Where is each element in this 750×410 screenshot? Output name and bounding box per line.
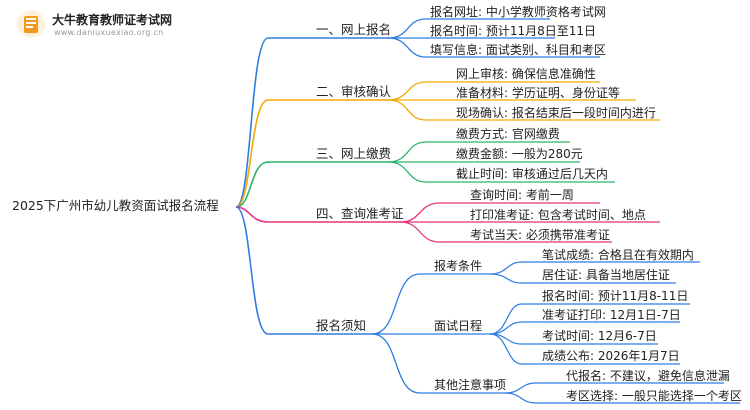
- b5-group-3-label: 其他注意事项: [434, 378, 507, 392]
- g2-leaf-1: 报名时间: 预计11月8-11日: [542, 289, 689, 303]
- b4-leaf-1: 查询时间: 考前一周: [470, 188, 574, 202]
- connector-root-b2: [235, 99, 310, 208]
- g3-leaf-1: 代报名: 不建议，避免信息泄漏: [566, 369, 730, 383]
- b3-leaf-2: 缴费金额: 一般为280元: [456, 147, 583, 161]
- connector-root-b5: [235, 206, 310, 335]
- connector-root-b3: [235, 161, 310, 208]
- b1-leaf-1: 报名网址: 中小学教师资格考试网: [430, 5, 606, 19]
- connector-g2-l2: [489, 321, 680, 335]
- connector-b5-g1: [371, 273, 490, 335]
- branch-2-label: 二、审核确认: [316, 84, 392, 99]
- b2-leaf-2: 准备材料: 学历证明、身份证等: [456, 86, 620, 100]
- connector-root-b4: [235, 206, 310, 223]
- b1-leaf-2: 报名时间: 预计11月8日至11日: [430, 24, 597, 38]
- b5-group-1-label: 报考条件: [434, 259, 483, 273]
- g3-leaf-2: 考区选择: 一般只能选择一个考区: [566, 389, 742, 403]
- g1-leaf-1: 笔试成绩: 合格且在有效期内: [542, 248, 694, 262]
- connector-g2-l4: [489, 333, 680, 365]
- g1-leaf-2: 居住证: 具备当地居住证: [542, 268, 670, 282]
- connector-g3-l2: [504, 392, 740, 404]
- connector-b5-g3: [371, 333, 505, 394]
- b2-leaf-1: 网上审核: 确保信息准确性: [456, 67, 596, 81]
- brand-name: 大牛教育教师证考试网: [52, 13, 173, 27]
- connector-root-b1: [235, 37, 310, 208]
- b1-leaf-3: 填写信息: 面试类别、科目和考区: [430, 43, 606, 57]
- branch-4-label: 四、查询准考证: [316, 206, 404, 221]
- branch-3-label: 三、网上缴费: [316, 146, 392, 161]
- connector-b4-l3: [399, 221, 612, 243]
- connector-b3-l3: [387, 161, 615, 183]
- connector-g2-l1: [489, 303, 690, 335]
- b4-leaf-2: 打印准考证: 包含考试时间、地点: [470, 208, 646, 222]
- connector-b1-l3: [387, 37, 600, 58]
- connector-b3-l1: [387, 141, 570, 163]
- connector-g3-l1: [504, 382, 724, 394]
- branch-1-label: 一、网上报名: [316, 22, 392, 37]
- branch-5-label: 报名须知: [316, 318, 367, 333]
- b4-leaf-3: 考试当天: 必须携带准考证: [470, 228, 610, 242]
- b2-leaf-3: 现场确认: 报名结束后一段时间内进行: [456, 106, 656, 120]
- brand-logo-icon: [16, 9, 46, 39]
- b3-leaf-1: 缴费方式: 官网缴费: [456, 127, 560, 141]
- brand-url: www.daniuxuexiao.org.cn: [54, 28, 164, 37]
- connector-g1-l1: [489, 261, 700, 275]
- g2-leaf-2: 准考证打印: 12月1日-7日: [542, 308, 681, 322]
- b3-leaf-3: 截止时间: 审核通过后几天内: [456, 167, 608, 181]
- connector-b1-l1: [387, 18, 550, 39]
- b5-group-2-label: 面试日程: [434, 319, 483, 333]
- connector-g1-l2: [489, 273, 676, 284]
- connector-b2-l3: [387, 99, 660, 121]
- root-topic: 2025下广州市幼儿教资面试报名流程: [12, 198, 219, 213]
- connector-b4-l1: [399, 202, 600, 223]
- g2-leaf-4: 成绩公布: 2026年1月7日: [542, 349, 680, 363]
- g2-leaf-3: 考试时间: 12月6-7日: [542, 329, 657, 343]
